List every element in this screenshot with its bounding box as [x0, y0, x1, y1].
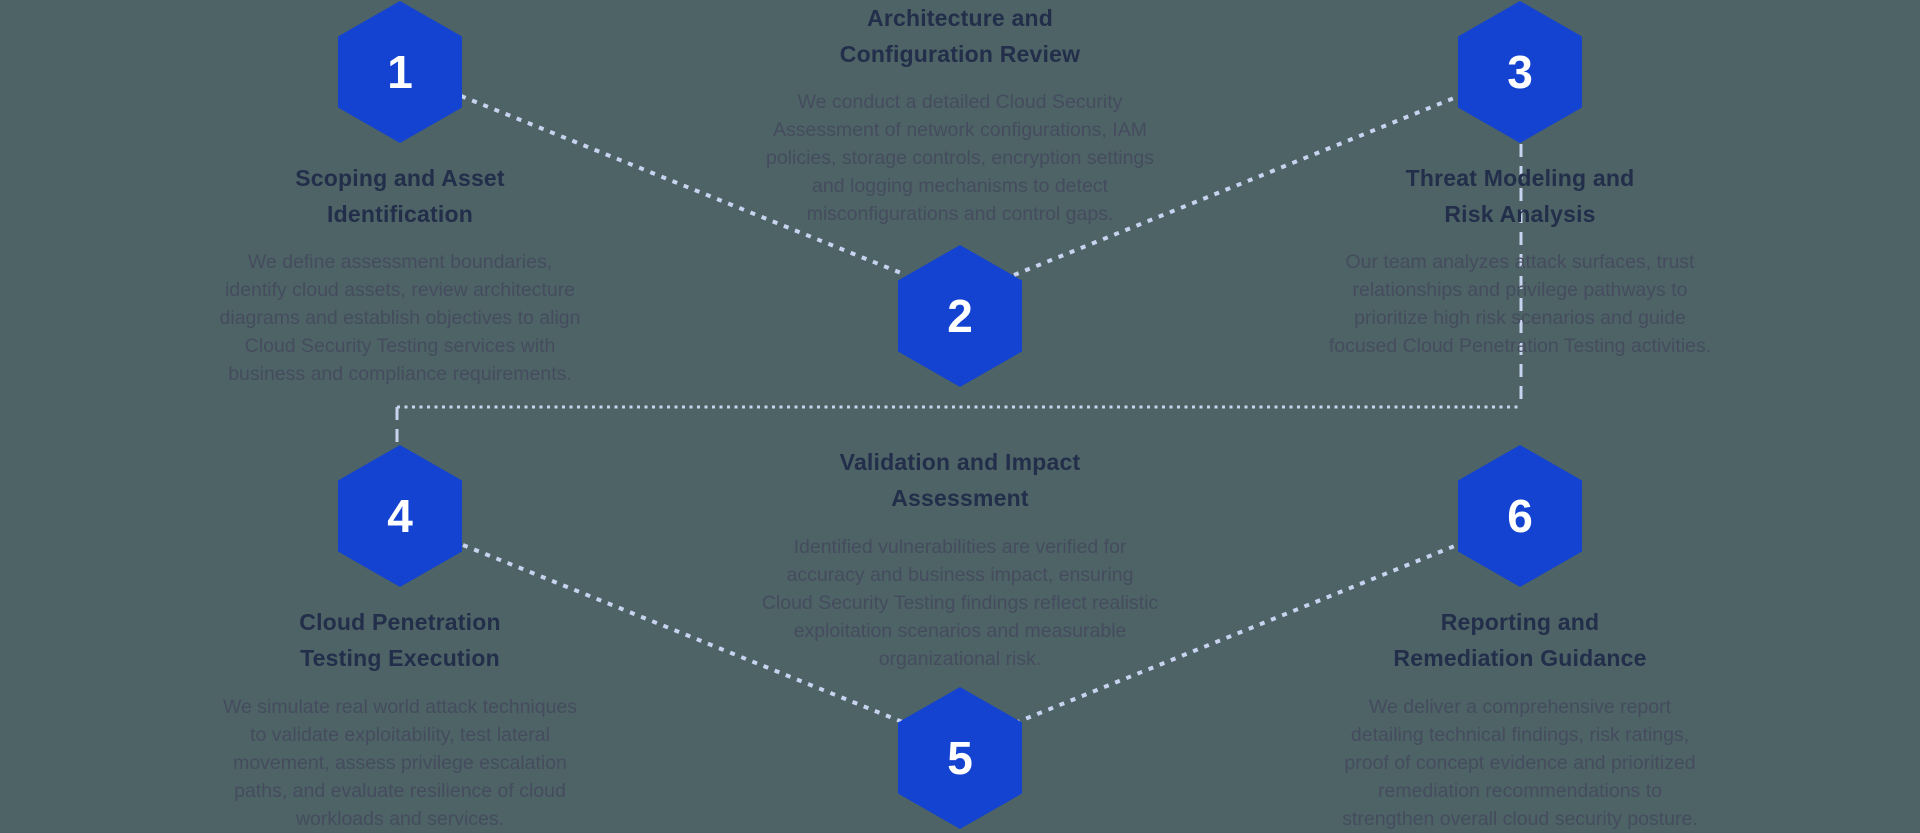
step-3-title: Threat Modeling and Risk Analysis: [1280, 160, 1760, 232]
step-5-title-line2: Assessment: [891, 485, 1029, 511]
step-5-hexagon: 5: [898, 687, 1022, 829]
connector-step1-step2: [460, 94, 907, 277]
desc-line: misconfigurations and control gaps.: [806, 203, 1114, 225]
desc-line: We define assessment boundaries,: [247, 251, 553, 273]
desc-line: and logging mechanisms to detect: [812, 175, 1108, 197]
desc-line: We deliver a comprehensive report: [1368, 696, 1672, 718]
desc-line: Cloud Security Testing services with: [244, 335, 556, 357]
step-4-title-line2: Testing Execution: [300, 645, 500, 671]
desc-line: exploitation scenarios and measurable: [793, 620, 1127, 642]
step-5-title: Validation and Impact Assessment: [720, 444, 1200, 516]
desc-line: proof of concept evidence and prioritize…: [1344, 752, 1696, 774]
desc-line: business and compliance requirements.: [228, 363, 572, 385]
step-3-title-line1: Threat Modeling and: [1405, 165, 1635, 191]
desc-line: policies, storage controls, encryption s…: [765, 147, 1155, 169]
step-1-description: We define assessment boundaries, identif…: [160, 248, 640, 388]
step-4-number: 4: [387, 490, 413, 542]
step-2-description: We conduct a detailed Cloud Security Ass…: [720, 88, 1200, 228]
step-1-title-line2: Identification: [327, 201, 473, 227]
step-3-description: Our team analyzes attack surfaces, trust…: [1280, 248, 1760, 360]
step-4-title-line1: Cloud Penetration: [299, 609, 501, 635]
connector-step4-step5: [462, 543, 906, 725]
desc-line: strengthen overall cloud security postur…: [1342, 808, 1698, 830]
step-2-title: Architecture and Configuration Review: [720, 0, 1200, 72]
step-5-number: 5: [947, 732, 973, 784]
desc-line: movement, assess privilege escalation: [233, 752, 567, 774]
step-1-title-line1: Scoping and Asset: [295, 165, 505, 191]
desc-line: workloads and services.: [295, 808, 505, 830]
step-6-title-line1: Reporting and: [1440, 609, 1600, 635]
desc-line: Assessment of network configurations, IA…: [773, 119, 1147, 141]
step-2-hexagon: 2: [898, 245, 1022, 387]
step-5-title-line1: Validation and Impact: [839, 449, 1081, 475]
step-6-title: Reporting and Remediation Guidance: [1280, 604, 1760, 676]
desc-line: identify cloud assets, review architectu…: [224, 279, 576, 301]
step-1-title: Scoping and Asset Identification: [160, 160, 640, 232]
desc-line: relationships and privilege pathways to: [1352, 279, 1688, 301]
desc-line: We simulate real world attack techniques: [222, 696, 578, 718]
connector-step2-step3: [1013, 94, 1460, 277]
step-2-number: 2: [947, 290, 973, 342]
desc-line: Identified vulnerabilities are verified …: [793, 536, 1127, 558]
desc-line: focused Cloud Penetration Testing activi…: [1328, 335, 1712, 357]
desc-line: paths, and evaluate resilience of cloud: [234, 780, 566, 802]
desc-line: organizational risk.: [878, 648, 1042, 670]
step-4-title: Cloud Penetration Testing Execution: [160, 604, 640, 676]
desc-line: Our team analyzes attack surfaces, trust: [1345, 251, 1695, 273]
step-6-number: 6: [1507, 490, 1533, 542]
desc-line: prioritize high risk scenarios and guide: [1354, 307, 1686, 329]
desc-line: detailing technical findings, risk ratin…: [1350, 724, 1690, 746]
desc-line: to validate exploitability, test lateral: [250, 724, 550, 746]
connector-step5-step6: [1014, 543, 1458, 725]
desc-line: We conduct a detailed Cloud Security: [797, 91, 1123, 113]
step-4-description: We simulate real world attack techniques…: [160, 693, 640, 833]
step-1-number: 1: [387, 46, 413, 98]
desc-line: diagrams and establish objectives to ali…: [219, 307, 581, 329]
step-6-title-line2: Remediation Guidance: [1393, 645, 1647, 671]
step-3-title-line2: Risk Analysis: [1444, 201, 1596, 227]
step-3-number: 3: [1507, 46, 1533, 98]
step-5-description: Identified vulnerabilities are verified …: [720, 533, 1200, 673]
step-2-title-line1: Architecture and: [867, 5, 1053, 31]
desc-line: Cloud Security Testing findings reflect …: [761, 592, 1159, 614]
step-6-hexagon: 6: [1458, 445, 1582, 587]
desc-line: accuracy and business impact, ensuring: [786, 564, 1134, 586]
desc-line: remediation recommendations to: [1378, 780, 1662, 802]
step-6-description: We deliver a comprehensive report detail…: [1280, 693, 1760, 833]
step-2-title-line2: Configuration Review: [839, 41, 1081, 67]
